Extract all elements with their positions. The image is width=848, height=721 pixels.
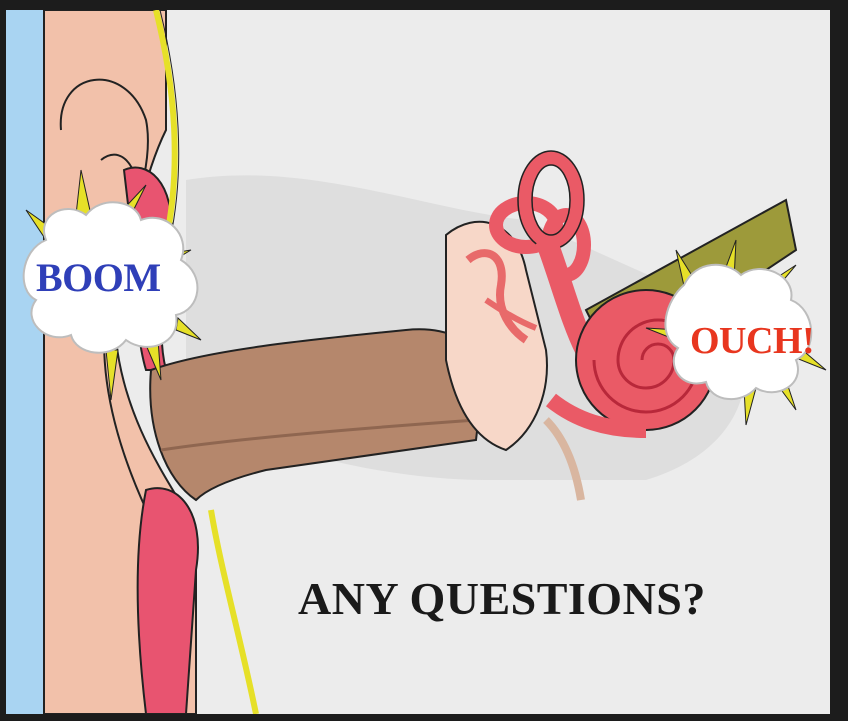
- ear-illustration: BOOM OUCH! ANY QUESTIONS?: [6, 10, 830, 714]
- caption-text: ANY QUESTIONS?: [298, 572, 706, 625]
- yellow-edge-lower: [211, 510, 256, 714]
- boom-label: BOOM: [36, 258, 161, 298]
- left-blue-band: [6, 10, 44, 714]
- cartilage-lower: [138, 488, 198, 714]
- ouch-label: OUCH!: [690, 322, 814, 360]
